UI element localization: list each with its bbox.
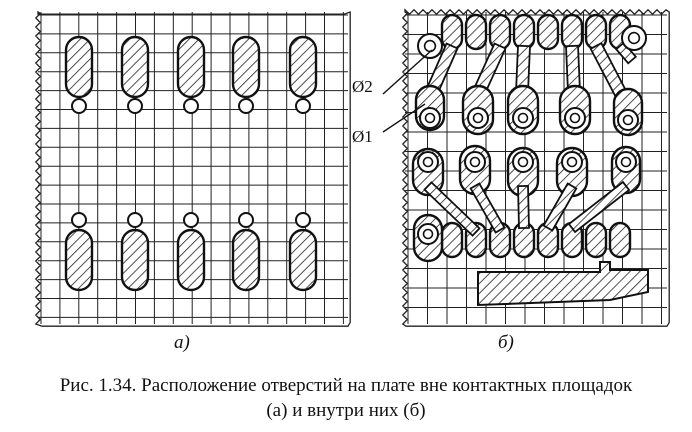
via-hole <box>127 98 143 114</box>
hole <box>422 156 434 168</box>
via-hole <box>238 98 254 114</box>
contact-pad <box>288 35 318 99</box>
contact-pad-small <box>584 13 608 51</box>
panel-b <box>401 8 670 327</box>
track <box>567 180 631 234</box>
hole <box>566 156 578 168</box>
dim-label-small: Ø1 <box>352 127 373 146</box>
via-hole <box>71 98 87 114</box>
hole <box>424 112 436 124</box>
hole <box>620 156 632 168</box>
via-hole <box>71 212 87 228</box>
hole <box>422 228 434 240</box>
via-hole <box>295 212 311 228</box>
via-hole <box>127 212 143 228</box>
contact-pad <box>231 35 261 99</box>
contact-pad-small <box>464 13 488 51</box>
contact-pad <box>176 35 206 99</box>
hole <box>517 156 529 168</box>
hole <box>472 112 484 124</box>
contact-pad-small <box>440 221 464 259</box>
bus-bar <box>477 261 649 307</box>
leader-d1 <box>382 103 426 133</box>
leader-d2 <box>382 49 433 95</box>
panel-a-border <box>34 10 351 327</box>
caption-line-1: Рис. 1.34. Расположение отверстий на пла… <box>59 375 633 396</box>
contact-pad <box>64 228 94 292</box>
panel-a <box>34 10 351 327</box>
track <box>614 41 638 65</box>
via-hole <box>183 212 199 228</box>
contact-pad <box>176 228 206 292</box>
contact-pad-small <box>488 13 512 51</box>
hole <box>622 114 634 126</box>
caption-line-2: (а) и внутри них (б) <box>266 400 426 421</box>
dim-label-large: Ø2 <box>352 77 373 96</box>
track <box>423 181 481 237</box>
contact-pad-small <box>608 221 632 259</box>
contact-pad-small <box>512 13 536 51</box>
contact-pad <box>288 228 318 292</box>
panel-b-label: б) <box>498 332 514 353</box>
hole <box>627 31 641 45</box>
via-hole <box>183 98 199 114</box>
panel-a-label: а) <box>174 332 190 353</box>
contact-pad <box>120 35 150 99</box>
contact-pad-small <box>536 13 560 51</box>
hole <box>469 156 481 168</box>
contact-pad-small <box>560 13 584 51</box>
contact-pad-small <box>584 221 608 259</box>
contact-pad <box>231 228 261 292</box>
via-hole <box>295 98 311 114</box>
contact-pad <box>64 35 94 99</box>
hole <box>517 112 529 124</box>
panel-b-border <box>401 8 670 327</box>
track <box>542 182 578 232</box>
hole <box>423 39 437 53</box>
hole <box>569 112 581 124</box>
contact-pad-small <box>440 13 464 51</box>
track <box>469 182 506 234</box>
contact-pad <box>120 228 150 292</box>
via-hole <box>238 212 254 228</box>
track <box>517 184 530 230</box>
